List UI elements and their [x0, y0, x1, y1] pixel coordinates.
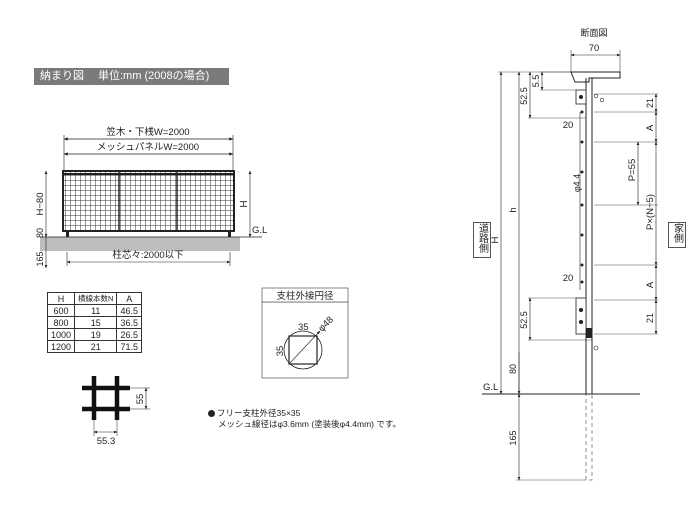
post-side-a: 35 [298, 322, 309, 333]
post-square [288, 335, 318, 365]
dim-A-top: A [645, 124, 656, 131]
post-underground [585, 393, 593, 481]
dim-5-5: 5.5 [531, 75, 541, 88]
fence-panel [62, 170, 235, 232]
dim-165-front: 165 [35, 251, 45, 266]
note-wire-diameter: メッシュ線径はφ3.6mm (塗装後φ4.4mm) です。 [218, 419, 402, 429]
dim-P: P=55 [627, 159, 638, 181]
dim-165-section: 165 [508, 430, 518, 445]
circumscribed-circle [283, 330, 323, 370]
bullet-icon [208, 410, 215, 417]
house-side-label: 家側 [668, 222, 686, 248]
ground [40, 237, 240, 251]
top-dim-label: 笠木・下桟W=2000 [106, 126, 189, 138]
dim-A-bot: A [645, 281, 656, 288]
dim-H: H [490, 236, 501, 243]
col-n: 横線本数N [74, 292, 118, 305]
post-dim-label: 柱芯々:2000以下 [112, 249, 183, 261]
dim-52-5-bot: 52.5 [519, 311, 529, 329]
post-diameter: φ48 [316, 315, 336, 335]
section-title: 断面図 [580, 27, 607, 38]
height-label-front: H [239, 200, 250, 207]
dim-20-top: 20 [563, 120, 574, 131]
cap-rail [570, 71, 621, 83]
spec-notes: フリー支柱外径35×35 メッシュ線径はφ3.6mm (塗装後φ4.4mm) で… [208, 408, 401, 430]
dim-h: h [508, 207, 519, 212]
drawing-header: 納まり図 単位:mm (2008の場合) [34, 68, 230, 85]
mesh-width-label: 55.3 [97, 436, 116, 447]
mesh-dim-label: メッシュパネルW=2000 [97, 142, 199, 153]
section-view: 断面図 70 5.5 [482, 27, 658, 481]
dim-80-section: 80 [508, 364, 518, 374]
header-title: 納まり図 [40, 70, 84, 82]
dim-52-5-top: 52.5 [519, 87, 529, 105]
gl-label-front: G.L [252, 225, 267, 236]
mesh-detail: 55 55.3 [82, 376, 150, 447]
mesh-height-label: 55 [135, 394, 146, 405]
section-width-label: 70 [589, 43, 600, 54]
dim-20-bot: 20 [563, 273, 574, 284]
dim-80-front: 80 [35, 228, 45, 238]
col-a: A [116, 292, 142, 305]
post-circle-detail: 支柱外接円径 35 35 φ48 [261, 287, 349, 379]
dim-PxN: P×(N−5) [645, 194, 656, 230]
post-circle-title: 支柱外接円径 [276, 290, 334, 302]
dim-21-top: 21 [645, 98, 655, 108]
road-side-label: 道路側 [473, 222, 491, 258]
dim-phi: φ4.4 [572, 174, 582, 192]
note-post-size: フリー支柱外径35×35 [217, 408, 301, 418]
col-h: H [46, 292, 76, 305]
post-side-b: 35 [275, 346, 286, 357]
gl-label-section: G.L [483, 382, 498, 393]
dim-21-bot: 21 [645, 313, 655, 323]
front-view: 笠木・下桟W=2000 メッシュパネルW=2000 G.L H−80 80 16… [35, 126, 267, 269]
height-minus-label: H−80 [35, 193, 46, 216]
header-unit: 単位:mm (2008の場合) [98, 70, 210, 82]
